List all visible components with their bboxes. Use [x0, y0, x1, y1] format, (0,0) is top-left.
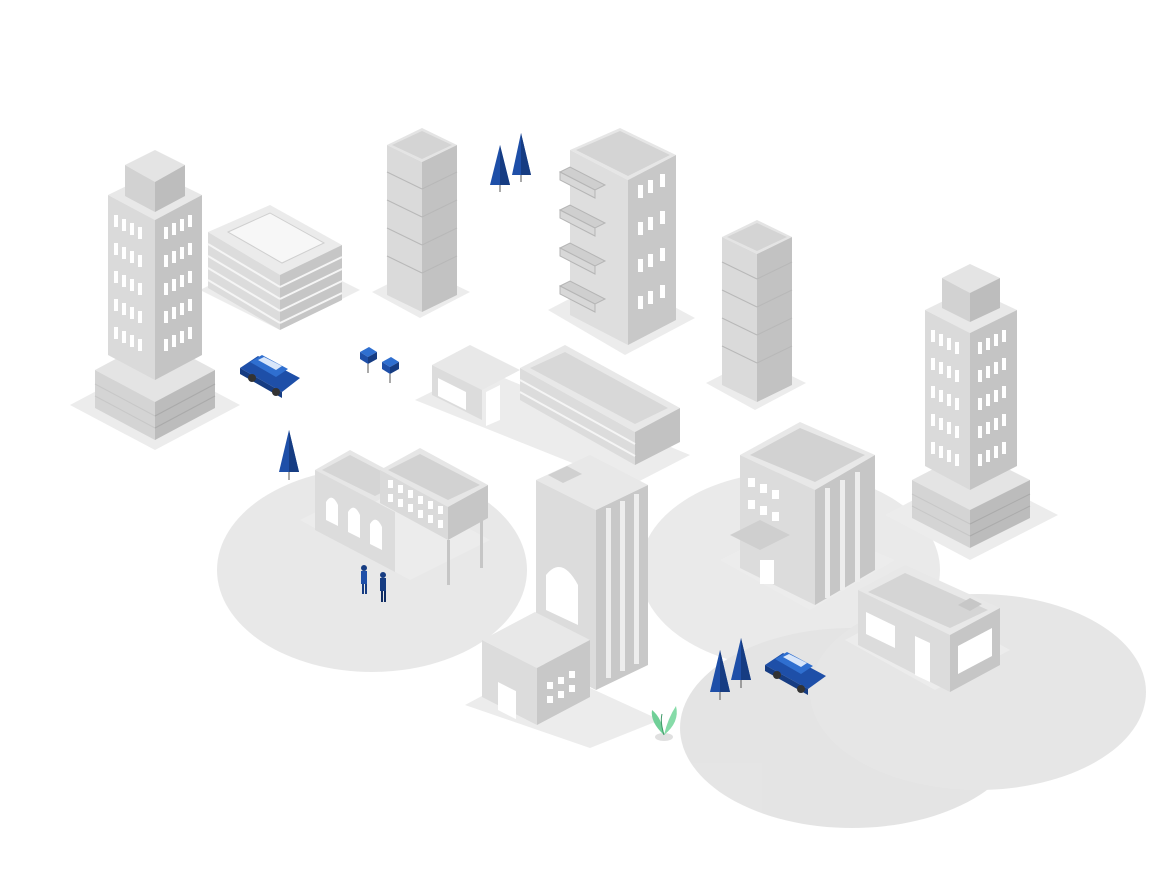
- slim-tower-1: [386, 128, 458, 312]
- car-icon: [765, 652, 826, 695]
- tree-icon: [710, 650, 730, 700]
- long-building: [432, 345, 680, 465]
- gate-tower: [482, 455, 648, 725]
- plant-icon: [651, 706, 677, 741]
- tower-left: [94, 150, 216, 440]
- arched-building: [315, 448, 488, 585]
- tree-icon: [731, 638, 751, 688]
- balcony-tower: [558, 128, 676, 345]
- tower-right: [911, 264, 1031, 548]
- person-icon: [380, 572, 386, 602]
- office-block: [730, 422, 875, 605]
- car-icon: [240, 355, 300, 398]
- slim-tower-2: [721, 220, 793, 402]
- mailbox-icon: [382, 357, 399, 383]
- tree-icon: [490, 145, 510, 192]
- tree-icon: [279, 430, 299, 480]
- person-icon: [361, 565, 367, 594]
- mailbox-icon: [360, 347, 377, 373]
- small-building: [858, 565, 1000, 692]
- striped-block: [207, 205, 343, 330]
- tree-icon: [512, 133, 531, 182]
